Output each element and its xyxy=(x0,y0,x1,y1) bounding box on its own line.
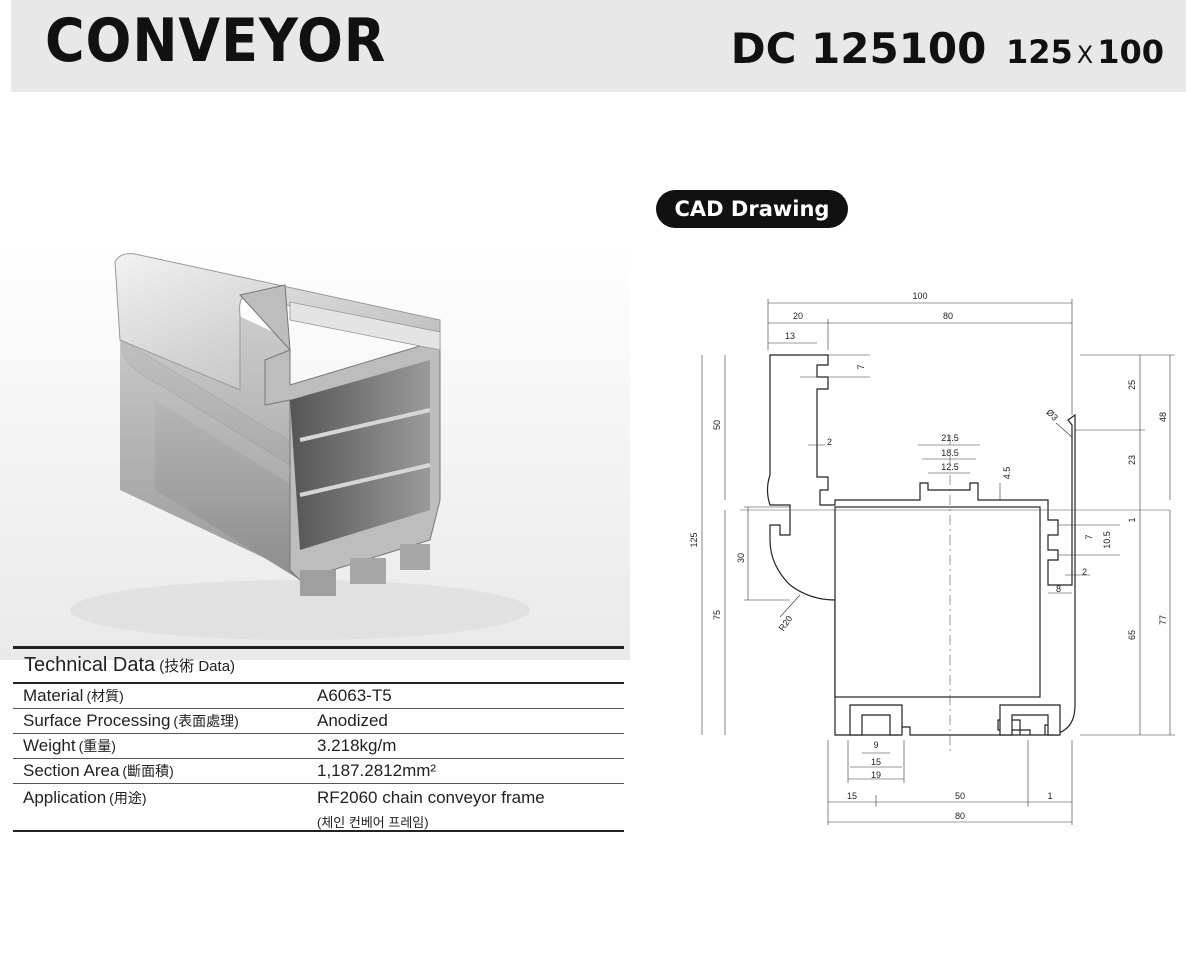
technical-data-heading: Technical Data (技術 Data) xyxy=(13,646,624,684)
row-value: RF2060 chain conveyor frame(체인 컨베어 프레임) xyxy=(317,788,545,830)
technical-data-subtitle: (技術 Data) xyxy=(159,658,236,675)
dim-20: 20 xyxy=(793,311,803,321)
dim-50: 50 xyxy=(712,420,722,430)
dim-65: 65 xyxy=(1127,630,1137,640)
row-label: Section Area(斷面積) xyxy=(23,761,174,780)
dim-75: 75 xyxy=(712,610,722,620)
dim-8: 8 xyxy=(1056,584,1061,594)
dim-7-top: 7 xyxy=(856,364,866,369)
dim-25: 25 xyxy=(1127,380,1137,390)
table-row: Material(材質) A6063-T5 xyxy=(13,684,624,709)
row-note: (체인 컨베어 프레임) xyxy=(317,815,429,830)
row-value: Anodized xyxy=(317,711,388,730)
size-x: X xyxy=(1076,41,1094,69)
row-label: Weight(重量) xyxy=(23,736,116,755)
model-code: DC 125100 xyxy=(730,24,987,73)
dim-48: 48 xyxy=(1158,412,1168,422)
size-height: 100 xyxy=(1097,33,1164,71)
dim-7-right: 7 xyxy=(1084,534,1094,539)
dim-1-base: 1 xyxy=(1047,791,1052,801)
cad-drawing-badge: CAD Drawing xyxy=(656,190,848,228)
technical-data-title: Technical Data xyxy=(24,654,156,676)
dim-21-5: 21.5 xyxy=(941,433,959,443)
cad-drawing: 100 20 80 13 7 2 50 125 75 30 R20 21.5 1… xyxy=(689,291,1175,825)
row-value: 1,187.2812mm² xyxy=(317,761,437,780)
dim-4-5: 4.5 xyxy=(1002,467,1012,480)
dim-19: 19 xyxy=(871,770,881,780)
dim-2-right: 2 xyxy=(1082,567,1087,577)
table-row: Section Area(斷面積) 1,187.2812mm² xyxy=(13,759,624,784)
dim-30: 30 xyxy=(736,553,746,563)
dim-23: 23 xyxy=(1127,455,1137,465)
size-width: 125 xyxy=(1005,33,1073,71)
dim-100: 100 xyxy=(912,291,927,301)
dim-18-5: 18.5 xyxy=(941,448,959,458)
table-row: Surface Processing(表面處理) Anodized xyxy=(13,709,624,734)
dim-13: 13 xyxy=(785,331,795,341)
dim-125: 125 xyxy=(689,532,699,547)
row-label: Surface Processing(表面處理) xyxy=(23,711,239,730)
dim-50-base: 50 xyxy=(955,791,965,801)
dim-phi3: Ø3 xyxy=(1044,407,1060,423)
profile-inner xyxy=(834,506,1041,698)
dim-80-bottom: 80 xyxy=(955,811,965,821)
row-value: A6063-T5 xyxy=(317,686,392,705)
dim-15-bottom: 15 xyxy=(871,757,881,767)
dim-80-top: 80 xyxy=(943,311,953,321)
row-label: Material(材質) xyxy=(23,686,124,705)
dim-15-base: 15 xyxy=(847,791,857,801)
dim-1-right: 1 xyxy=(1127,517,1137,522)
dim-12-5: 12.5 xyxy=(941,462,959,472)
table-row: Weight(重量) 3.218kg/m xyxy=(13,734,624,759)
profile-3d-image xyxy=(0,240,630,660)
dim-10-5: 10.5 xyxy=(1102,531,1112,549)
dim-77: 77 xyxy=(1158,615,1168,625)
row-label: Application(用途) xyxy=(23,788,147,807)
page-title: CONVEYOR xyxy=(45,6,387,76)
technical-data-table: Technical Data (技術 Data) Material(材質) A6… xyxy=(13,646,624,832)
row-value: 3.218kg/m xyxy=(317,736,397,755)
table-row: Application(用途) RF2060 chain conveyor fr… xyxy=(13,784,624,832)
dim-2-left: 2 xyxy=(827,437,832,447)
dim-9: 9 xyxy=(873,740,878,750)
dim-r20: R20 xyxy=(777,614,795,633)
